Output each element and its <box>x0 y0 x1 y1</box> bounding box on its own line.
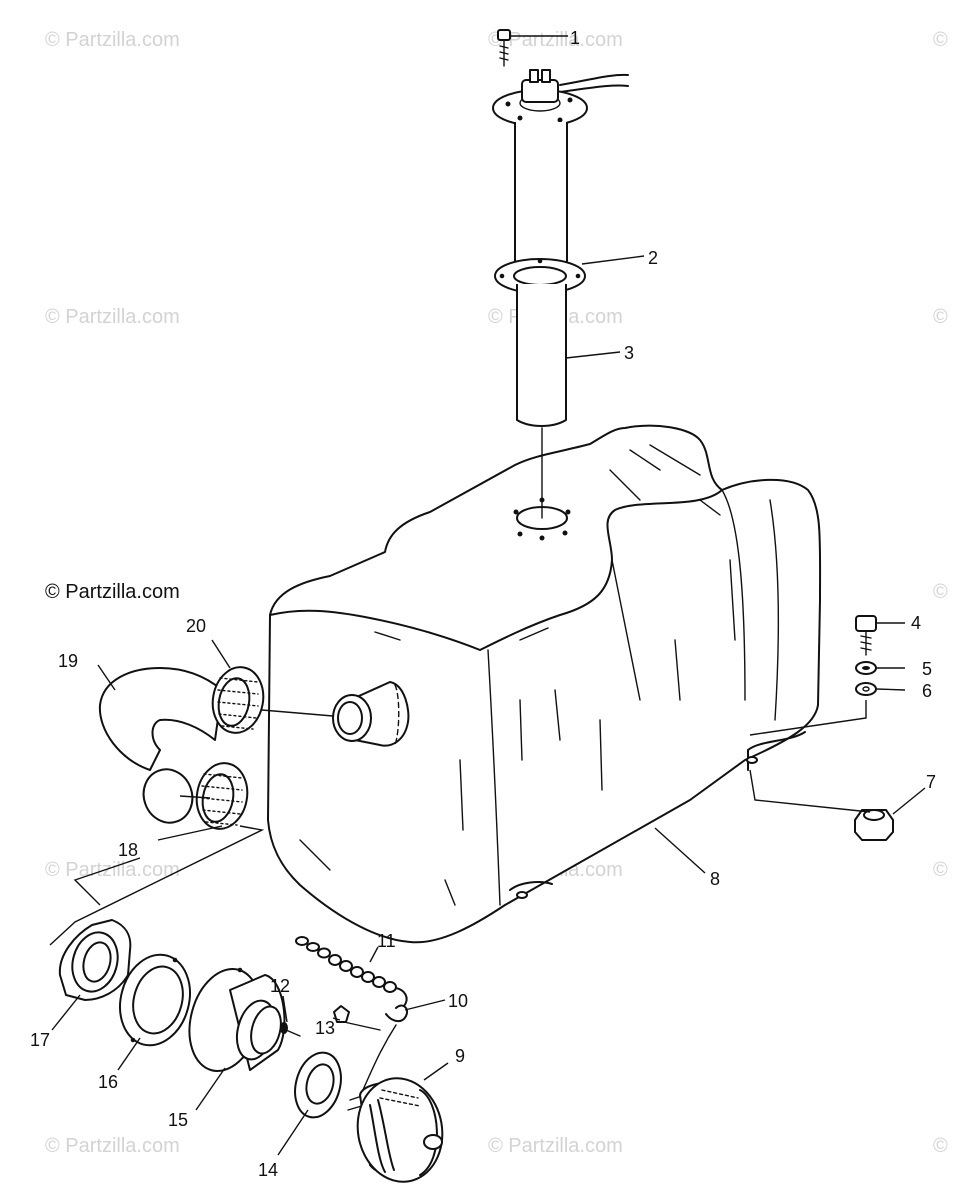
watermark-tile: © Partzilla.com <box>488 29 623 51</box>
watermark-edge: © <box>933 29 948 51</box>
callout-6: 6 <box>922 681 932 701</box>
callout-8: 8 <box>710 869 720 889</box>
callout-5: 5 <box>922 659 932 679</box>
watermark-main: © Partzilla.com <box>45 581 180 603</box>
callout-1: 1 <box>570 28 580 48</box>
callout-4: 4 <box>911 613 921 633</box>
callout-3: 3 <box>624 343 634 363</box>
watermark-edge: © <box>933 859 948 881</box>
watermark-tile: © Partzilla.com <box>45 1135 180 1157</box>
callout-16: 16 <box>98 1072 118 1092</box>
callout-18: 18 <box>118 840 138 860</box>
callout-2: 2 <box>648 248 658 268</box>
filler-neck-assembly <box>58 919 444 1183</box>
leader-lines <box>51 35 926 1156</box>
callout-15: 15 <box>168 1110 188 1130</box>
watermark-edge: © <box>933 306 948 328</box>
tether-chain <box>295 936 408 1007</box>
callout-labels: 1 2 3 4 5 6 7 8 9 10 11 12 13 14 15 16 1… <box>30 28 936 1180</box>
mount-hardware <box>749 615 894 841</box>
oil-tank <box>267 424 822 944</box>
callout-12: 12 <box>270 976 290 996</box>
callout-19: 19 <box>58 651 78 671</box>
callout-11: 11 <box>377 931 396 951</box>
watermark-tile: © Partzilla.com <box>488 1135 623 1157</box>
hose-clamp-assembly <box>49 666 334 946</box>
callout-10: 10 <box>448 991 468 1011</box>
watermark-edge: © <box>933 581 948 603</box>
callout-20: 20 <box>186 616 206 636</box>
callout-7: 7 <box>926 772 936 792</box>
watermark-tile: © Partzilla.com <box>45 306 180 328</box>
callout-14: 14 <box>258 1160 278 1180</box>
watermark-tile: © Partzilla.com <box>45 29 180 51</box>
watermark-tile: © Partzilla.com <box>45 859 180 881</box>
callout-17: 17 <box>30 1030 50 1050</box>
sender-tube-assembly <box>492 29 629 519</box>
watermark-edge: © <box>933 1135 948 1157</box>
callout-9: 9 <box>455 1046 465 1066</box>
callout-13: 13 <box>315 1018 335 1038</box>
